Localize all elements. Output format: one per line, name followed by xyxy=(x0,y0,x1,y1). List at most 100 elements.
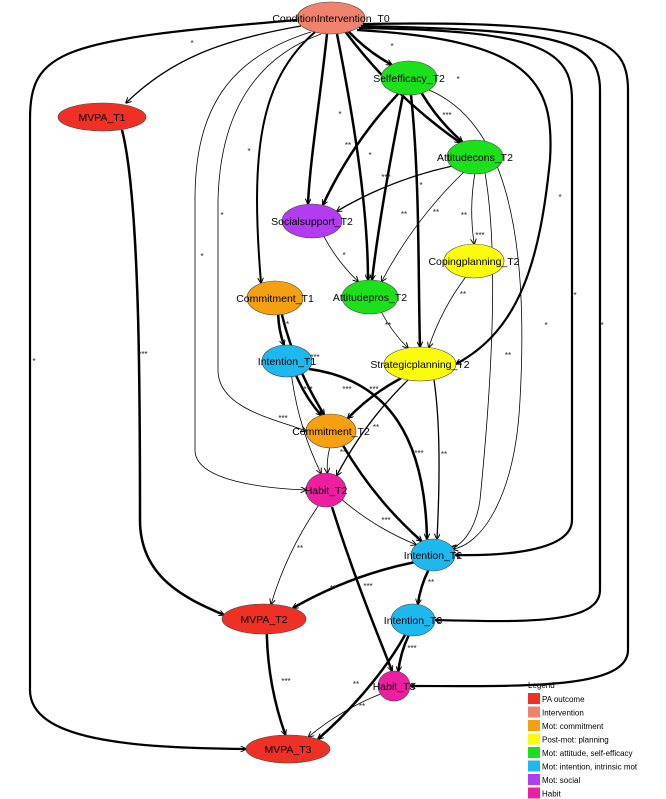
edge-intervention-to-attitudepros-t2 xyxy=(335,33,368,280)
legend-swatch xyxy=(528,787,540,799)
node-label: Commitment_T2 xyxy=(292,426,370,438)
node-mvpa-t2: MVPA_T2 xyxy=(221,603,307,635)
edge-commitment-t1-to-intention-t1 xyxy=(276,314,284,345)
edge-label: ** xyxy=(505,351,511,360)
node-label: Selfefficacy_T2 xyxy=(373,73,445,85)
legend-item-label: Post-mot: planning xyxy=(542,736,609,745)
node-label: Intention_T2 xyxy=(404,550,463,562)
edge-label: * xyxy=(190,39,193,48)
node-label: Attitudecons_T2 xyxy=(437,152,513,164)
edge-selfefficacy-t2-to-strategicplanning-t2 xyxy=(409,94,420,347)
nodes-layer: ConditionIntervention_T0MVPA_T1Selfeffic… xyxy=(57,1,520,764)
edge-selfefficacy-t2-to-intention-t2 xyxy=(428,89,523,549)
node-label: Habit_T2 xyxy=(305,485,348,497)
node-label: Socialsupport_T2 xyxy=(271,216,353,228)
node-socialsupport-t2: Socialsupport_T2 xyxy=(271,203,353,239)
legend-swatch xyxy=(528,747,540,758)
edge-label: * xyxy=(558,193,561,202)
node-shape xyxy=(443,243,505,279)
legend-item-label: Mot: attitude, self-efficacy xyxy=(542,749,633,758)
edge-intention-t3-to-habit-t3 xyxy=(398,635,410,672)
edge-label: ** xyxy=(297,544,303,553)
edge-label: * xyxy=(247,147,250,156)
edge-intervention-to-habit-t3 xyxy=(362,22,630,687)
node-label: Habit_T3 xyxy=(373,681,416,693)
edge-intention-t2-to-mvpa-t2 xyxy=(293,561,414,610)
edge-strategicplanning-t2-to-habit-t2 xyxy=(337,379,409,476)
edge-label: *** xyxy=(281,677,290,686)
edge-label: *** xyxy=(381,516,390,525)
node-label: Intention_T1 xyxy=(258,356,317,368)
edge-labels-layer: ****************************************… xyxy=(32,39,603,711)
node-label: Commitment_T1 xyxy=(236,293,314,305)
node-selfefficacy-t2: Selfefficacy_T2 xyxy=(373,60,445,96)
edge-label: * xyxy=(220,211,223,220)
node-intention-t1: Intention_T1 xyxy=(258,344,317,378)
edge-selfefficacy-t2-to-attitudecons-t2 xyxy=(420,92,463,142)
edge-label: * xyxy=(573,291,576,300)
edge-label: ** xyxy=(345,141,351,150)
legend-item-label: Mot: social xyxy=(542,776,580,785)
edge-commitment-t2-to-intention-t2 xyxy=(342,445,422,542)
edge-attitudecons-t2-to-attitudepros-t2 xyxy=(382,172,464,282)
edge-label: *** xyxy=(475,231,484,240)
node-label: Intention_T3 xyxy=(384,615,443,627)
legend-swatch xyxy=(528,693,540,704)
edge-commitment-t2-to-habit-t2 xyxy=(327,447,329,473)
edge-label: ** xyxy=(433,208,439,217)
edge-intervention-to-commitment-t1 xyxy=(256,31,316,283)
edge-label: * xyxy=(338,110,341,119)
edge-label: ** xyxy=(359,702,365,711)
legend-swatch xyxy=(528,774,540,785)
node-mvpa-t3: MVPA_T3 xyxy=(245,734,331,764)
edge-attitudecons-t2-to-socialsupport-t2 xyxy=(337,165,452,211)
node-shape xyxy=(281,203,343,239)
edge-intervention-to-socialsupport-t2 xyxy=(308,33,329,204)
edge-label: ** xyxy=(428,578,434,587)
edge-habit-t2-to-intention-t2 xyxy=(342,499,416,545)
edge-intention-t3-to-mvpa-t3 xyxy=(318,634,407,739)
edge-label: * xyxy=(600,321,603,330)
node-shape xyxy=(57,102,147,132)
edge-label: * xyxy=(368,151,371,160)
edge-intervention-to-intention-t3 xyxy=(360,24,602,621)
edge-habit-t2-to-habit-t3 xyxy=(330,506,392,671)
edge-selfefficacy-t2-to-socialsupport-t2 xyxy=(321,92,400,205)
edge-label: ** xyxy=(330,584,336,593)
edge-intervention-to-intention-t2 xyxy=(358,26,574,555)
legend-title: Legend xyxy=(528,681,555,690)
edge-label: * xyxy=(390,42,393,51)
legend-item-label: Mot: commitment xyxy=(542,722,604,731)
edge-intervention-to-mvpa-t1 xyxy=(126,25,302,103)
node-intention-t2: Intention_T2 xyxy=(404,538,463,572)
legend-swatch xyxy=(528,720,540,731)
node-shape xyxy=(383,346,457,382)
node-strategicplanning-t2: Strategicplanning_T2 xyxy=(370,346,470,382)
node-habit-t2: Habit_T2 xyxy=(305,472,348,508)
node-label: MVPA_T2 xyxy=(240,614,287,626)
edge-label: ** xyxy=(460,290,466,299)
node-shape xyxy=(246,280,304,316)
edge-mvpa-t1-to-mvpa-t2 xyxy=(120,129,224,617)
edge-label: *** xyxy=(381,173,390,182)
node-label: Copingplanning_T2 xyxy=(428,256,519,268)
node-shape xyxy=(296,1,366,35)
legend-swatch xyxy=(528,760,540,772)
legend-item-label: Mot: intention, intrinsic mot xyxy=(542,763,638,772)
edge-strategicplanning-t2-to-intention-t2 xyxy=(433,379,439,539)
legend-swatch xyxy=(528,706,540,718)
edge-intention-t2-to-intention-t3 xyxy=(418,570,430,605)
edge-label: ** xyxy=(353,680,359,689)
edge-label: *** xyxy=(363,582,372,591)
edge-label: ** xyxy=(461,211,467,220)
edge-mvpa-t2-to-mvpa-t3 xyxy=(265,633,286,735)
edge-label: * xyxy=(544,321,547,330)
edge-habit-t3-to-mvpa-t3 xyxy=(309,693,381,737)
edge-intervention-to-mvpa-t3 xyxy=(28,18,298,749)
edge-intervention-to-selfefficacy-t2 xyxy=(347,30,392,66)
edge-label: *** xyxy=(407,644,416,653)
node-shape xyxy=(261,344,313,378)
node-shape xyxy=(221,603,307,635)
node-copingplanning-t2: Copingplanning_T2 xyxy=(428,243,520,279)
